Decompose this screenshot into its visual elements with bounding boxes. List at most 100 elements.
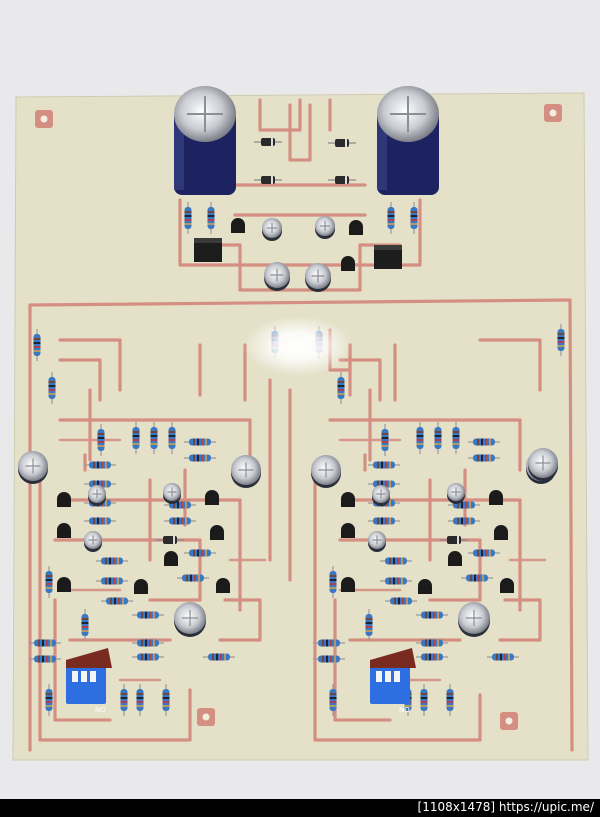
regulator-right (374, 245, 402, 269)
left-resistor-top-3 (150, 422, 158, 454)
dip-switch-right-on-label: ON (399, 705, 410, 713)
left-transistor-6 (205, 490, 219, 505)
left-resistor-top-1 (97, 424, 105, 456)
psu-transistor-1 (231, 218, 245, 233)
left-transistor-5 (164, 551, 178, 566)
relay-right (370, 648, 416, 668)
left-resistor-low-2 (29, 655, 61, 663)
copper-traces (28, 98, 574, 752)
left-resistor-mid-1 (96, 557, 128, 565)
psu-transistor-3 (341, 256, 355, 271)
left-resistor-mid-8 (177, 574, 209, 582)
right-resistor-mid-5 (416, 639, 448, 647)
psu-transistor-2 (349, 220, 363, 235)
right-output-capacitor-edge (528, 448, 558, 481)
right-resistor-row-8 (448, 517, 480, 525)
right-resistor-bottom-6 (446, 684, 454, 716)
pcb-board-illustration: ON ON (12, 86, 589, 761)
right-output-capacitor-c (458, 602, 490, 637)
right-resistor-mid-6 (416, 653, 448, 661)
left-transistor-8 (216, 578, 230, 593)
right-resistor-row-2 (468, 454, 500, 462)
right-transistor-5 (448, 551, 462, 566)
left-resistor-low-3 (203, 653, 235, 661)
right-resistor-bottom-3 (329, 684, 337, 716)
left-resistor-mid-6 (132, 653, 164, 661)
left-resistor-top-4 (168, 422, 176, 454)
right-diode-a (440, 536, 468, 544)
right-resistor-mid-2 (380, 577, 412, 585)
diode-4 (328, 176, 356, 184)
left-output-capacitor-a (18, 451, 48, 484)
right-resistor-row-1 (468, 438, 500, 446)
right-small-capacitor-1 (372, 485, 390, 506)
psu-capacitor-3 (264, 262, 290, 291)
right-resistor-bottom-5 (420, 684, 428, 716)
psu-resistor-3 (387, 202, 395, 234)
resistor-r-input (337, 372, 345, 404)
right-transistor-7 (494, 525, 508, 540)
right-transistor-6 (489, 490, 503, 505)
left-resistor-mid-3 (101, 597, 133, 605)
right-small-capacitor-2 (447, 483, 465, 504)
image-caption-bar: [1108x1478] https://upic.me/ (0, 799, 600, 817)
right-resistor-bottom-2 (365, 609, 373, 641)
diode-3 (328, 139, 356, 147)
right-transistor-2 (341, 523, 355, 538)
right-transistor-4 (418, 579, 432, 594)
psu-resistor-2 (207, 202, 215, 234)
left-output-capacitor-b (231, 455, 261, 488)
left-resistor-bottom-6 (162, 684, 170, 716)
left-transistor-3 (57, 577, 71, 592)
dip-switch-left-on-label: ON (95, 705, 106, 713)
resistor-edge-right (557, 324, 565, 356)
left-output-capacitor-c (174, 602, 206, 637)
left-small-capacitor-3 (84, 531, 102, 552)
psu-capacitor-1 (262, 218, 282, 241)
left-resistor-row-1 (184, 438, 216, 446)
left-resistor-row-8 (164, 517, 196, 525)
right-resistor-bottom-1 (329, 566, 337, 598)
left-small-capacitor-1 (88, 485, 106, 506)
dip-switch-right: ON (370, 666, 410, 713)
image-caption: [1108x1478] https://upic.me/ (417, 800, 594, 814)
diode-2 (254, 176, 282, 184)
filter-capacitor-left (174, 86, 236, 195)
left-resistor-row-6 (84, 517, 116, 525)
right-small-capacitor-3 (368, 531, 386, 552)
left-transistor-7 (210, 525, 224, 540)
right-resistor-low-2 (313, 655, 345, 663)
right-resistor-low-1 (313, 639, 345, 647)
left-transistor-1 (57, 492, 71, 507)
right-resistor-mid-3 (385, 597, 417, 605)
right-transistor-1 (341, 492, 355, 507)
right-resistor-mid-7 (468, 549, 500, 557)
left-transistor-2 (57, 523, 71, 538)
right-resistor-mid-4 (416, 611, 448, 619)
left-resistor-low-1 (29, 639, 61, 647)
right-resistor-mid-1 (380, 557, 412, 565)
psu-resistor-1 (184, 202, 192, 234)
left-resistor-bottom-1 (45, 566, 53, 598)
left-resistor-bottom-4 (120, 684, 128, 716)
left-resistor-mid-5 (132, 639, 164, 647)
left-resistor-mid-7 (184, 549, 216, 557)
right-resistor-row-6 (368, 517, 400, 525)
right-resistor-low-3 (487, 653, 519, 661)
right-transistor-3 (341, 577, 355, 592)
right-transistor-8 (500, 578, 514, 593)
left-resistor-row-2 (184, 454, 216, 462)
right-resistor-top-1 (381, 424, 389, 456)
left-resistor-bottom-2 (81, 609, 89, 641)
psu-capacitor-4 (305, 263, 331, 292)
left-transistor-4 (134, 579, 148, 594)
light-reflection (243, 316, 353, 376)
dip-switch-left: ON (66, 666, 106, 713)
left-small-capacitor-2 (163, 483, 181, 504)
psu-capacitor-2 (315, 216, 335, 239)
right-output-capacitor-b (311, 455, 341, 488)
left-resistor-row-3 (84, 461, 116, 469)
right-resistor-top-4 (452, 422, 460, 454)
pcb-photo: ON ON (0, 0, 600, 800)
